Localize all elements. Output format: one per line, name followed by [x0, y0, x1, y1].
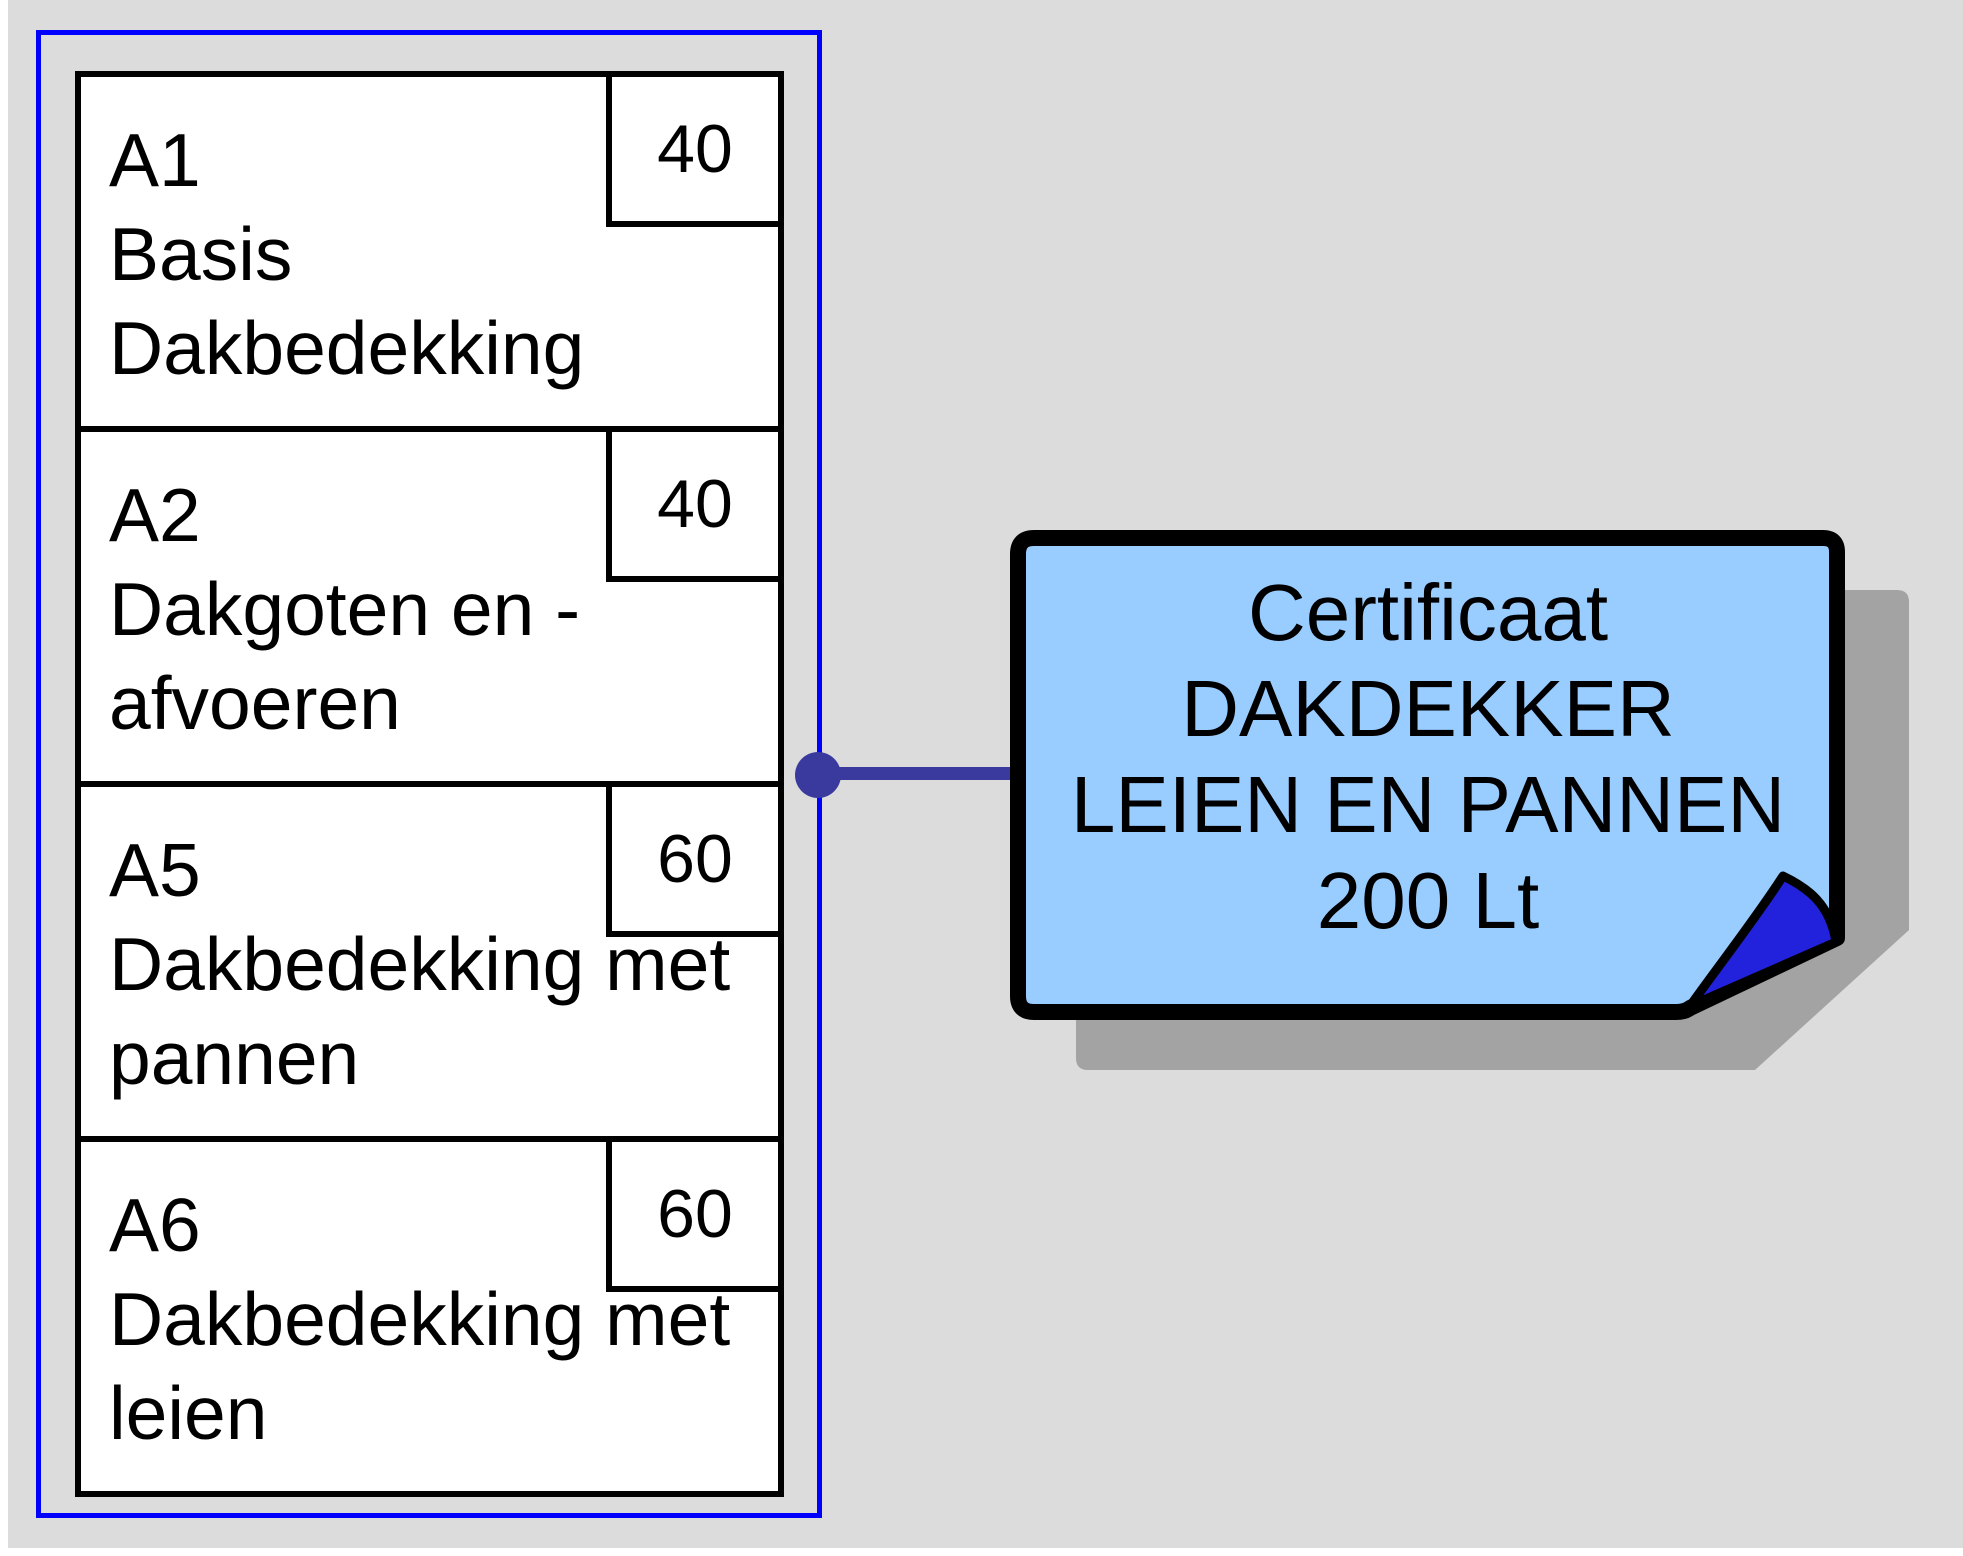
module-hours-badge: 40	[606, 432, 778, 582]
module-title-line: Dakbedekking	[109, 306, 585, 390]
module-hours-value: 60	[657, 1176, 733, 1252]
module-box-a2: 40 A2 Dakgoten en - afvoeren	[75, 426, 784, 787]
module-box-a6: 60 A6 Dakbedekking met leien	[75, 1136, 784, 1497]
certificate-line-2: DAKDEKKER	[1181, 664, 1674, 753]
module-text: A1 Basis Dakbedekking	[109, 113, 768, 395]
module-title-line: pannen	[109, 1016, 360, 1100]
connector-dot	[795, 752, 841, 798]
module-text: A5 Dakbedekking met pannen	[109, 823, 768, 1105]
module-box-a1: 40 A1 Basis Dakbedekking	[75, 71, 784, 432]
module-code: A2	[109, 473, 201, 557]
connector-line	[820, 767, 1020, 780]
module-text: A6 Dakbedekking met leien	[109, 1178, 768, 1460]
certificate-line-3: LEIEN EN PANNEN	[1071, 760, 1785, 849]
module-title-line: afvoeren	[109, 661, 401, 745]
module-code: A5	[109, 828, 201, 912]
module-code: A6	[109, 1183, 201, 1267]
module-box-a5: 60 A5 Dakbedekking met pannen	[75, 781, 784, 1142]
certificate-note: Certificaat DAKDEKKER LEIEN EN PANNEN 20…	[1010, 530, 1909, 1070]
certificate-page	[1010, 530, 1845, 1020]
module-title-line: leien	[109, 1371, 268, 1455]
module-text: A2 Dakgoten en - afvoeren	[109, 468, 768, 750]
module-hours-value: 60	[657, 821, 733, 897]
certificate-line-1: Certificaat	[1248, 568, 1608, 657]
certificate-line-4: 200 Lt	[1317, 856, 1539, 945]
module-title-line: Basis	[109, 212, 293, 296]
module-hours-value: 40	[657, 111, 733, 187]
module-code: A1	[109, 118, 201, 202]
module-hours-value: 40	[657, 466, 733, 542]
module-hours-badge: 60	[606, 787, 778, 937]
module-title-line: Dakbedekking met	[109, 922, 731, 1006]
module-hours-badge: 60	[606, 1142, 778, 1292]
module-title-line: Dakgoten en -	[109, 567, 581, 651]
certificate-fold-corner	[1685, 871, 1841, 1011]
module-title-line: Dakbedekking met	[109, 1277, 731, 1361]
module-hours-badge: 40	[606, 77, 778, 227]
